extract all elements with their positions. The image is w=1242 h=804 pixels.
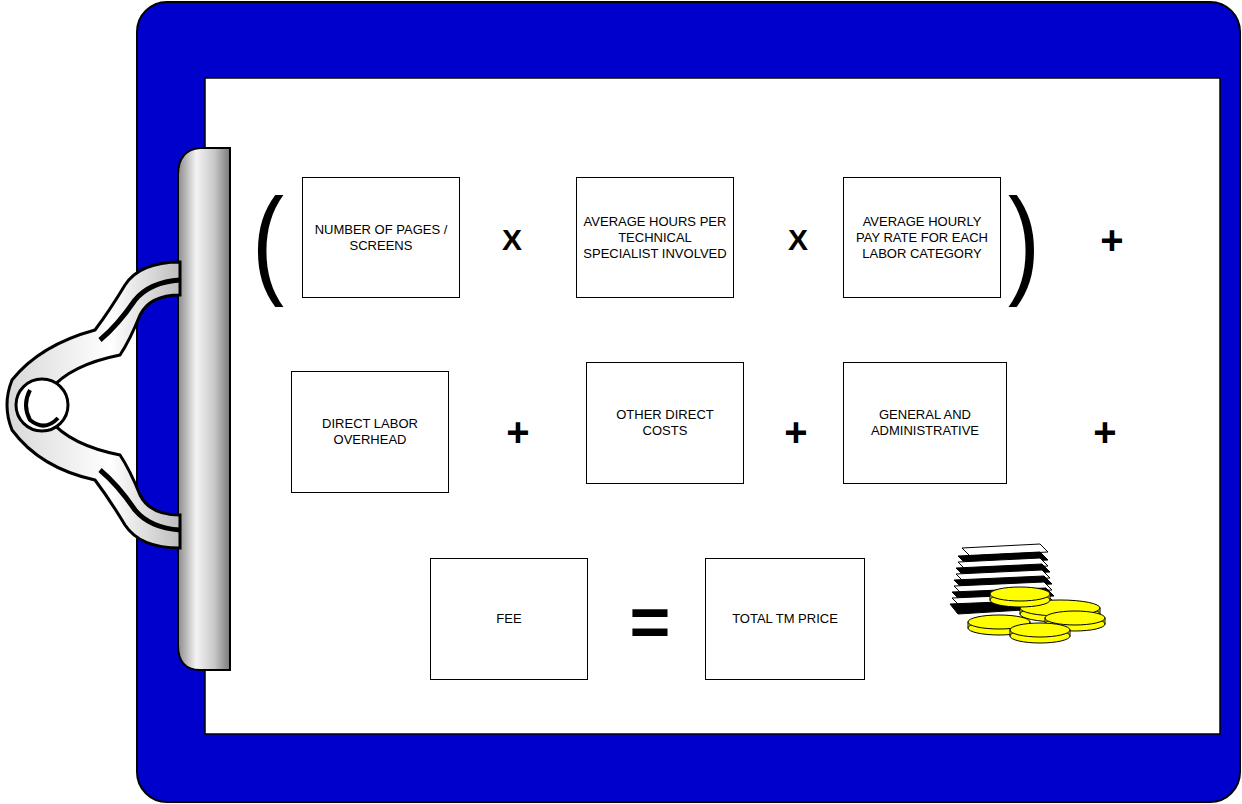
box-label: DIRECT LABOR OVERHEAD	[298, 416, 442, 448]
clipboard-board	[137, 2, 1240, 802]
plus-sign: +	[1100, 220, 1123, 260]
box-text-group: AVERAGE HOURS PER TECHNICAL SPECIALIST I…	[583, 214, 727, 262]
box-text-group: DIRECT LABOR OVERHEAD	[298, 416, 442, 448]
formula-box: FEE	[430, 558, 588, 680]
clipboard-paper	[205, 78, 1220, 734]
box-label: FEE	[496, 611, 521, 627]
formula-box: AVERAGE HOURS PER TECHNICAL SPECIALIST I…	[576, 177, 734, 298]
plus-sign: +	[784, 412, 807, 452]
box-text-group: GENERAL AND ADMINISTRATIVE	[850, 407, 1000, 439]
multiply-sign: X	[502, 225, 522, 255]
box-label: AVERAGE HOURS PER TECHNICAL SPECIALIST I…	[583, 214, 727, 262]
formula-box: NUMBER OF PAGES / SCREENS	[302, 177, 460, 298]
gold-coins	[968, 587, 1105, 643]
box-text-group: NUMBER OF PAGES / SCREENS	[309, 222, 453, 254]
close-parenthesis: )	[1008, 180, 1040, 300]
clip-clamp	[7, 262, 180, 548]
box-label: TOTAL TM PRICE	[732, 611, 838, 627]
box-label: NUMBER OF PAGES / SCREENS	[309, 222, 453, 254]
box-label: GENERAL AND ADMINISTRATIVE	[850, 407, 1000, 439]
box-label: OTHER DIRECT COSTS	[593, 407, 737, 439]
paper-money-stack	[950, 544, 1056, 614]
clip-hole	[16, 379, 68, 431]
box-text-group: FEE	[496, 611, 521, 627]
clip-shadow	[100, 280, 180, 340]
clip-hole-ring	[26, 390, 58, 426]
formula-box: AVERAGE HOURLY PAY RATE FOR EACH LABOR C…	[843, 177, 1001, 298]
clip-bar	[178, 148, 230, 670]
box-text-group: OTHER DIRECT COSTS	[593, 407, 737, 439]
formula-box: OTHER DIRECT COSTS	[586, 362, 744, 484]
clip-shadow	[100, 470, 180, 530]
box-label: AVERAGE HOURLY PAY RATE FOR EACH LABOR C…	[850, 214, 994, 262]
plus-sign: +	[506, 412, 529, 452]
open-parenthesis: (	[252, 180, 284, 300]
formula-box: TOTAL TM PRICE	[705, 558, 865, 680]
plus-sign: +	[1093, 412, 1116, 452]
formula-box: DIRECT LABOR OVERHEAD	[291, 371, 449, 493]
multiply-sign: X	[788, 225, 808, 255]
equals-sign: =	[630, 587, 671, 657]
box-text-group: TOTAL TM PRICE	[732, 611, 838, 627]
formula-box: GENERAL AND ADMINISTRATIVE	[843, 362, 1007, 484]
box-text-group: AVERAGE HOURLY PAY RATE FOR EACH LABOR C…	[850, 214, 994, 262]
